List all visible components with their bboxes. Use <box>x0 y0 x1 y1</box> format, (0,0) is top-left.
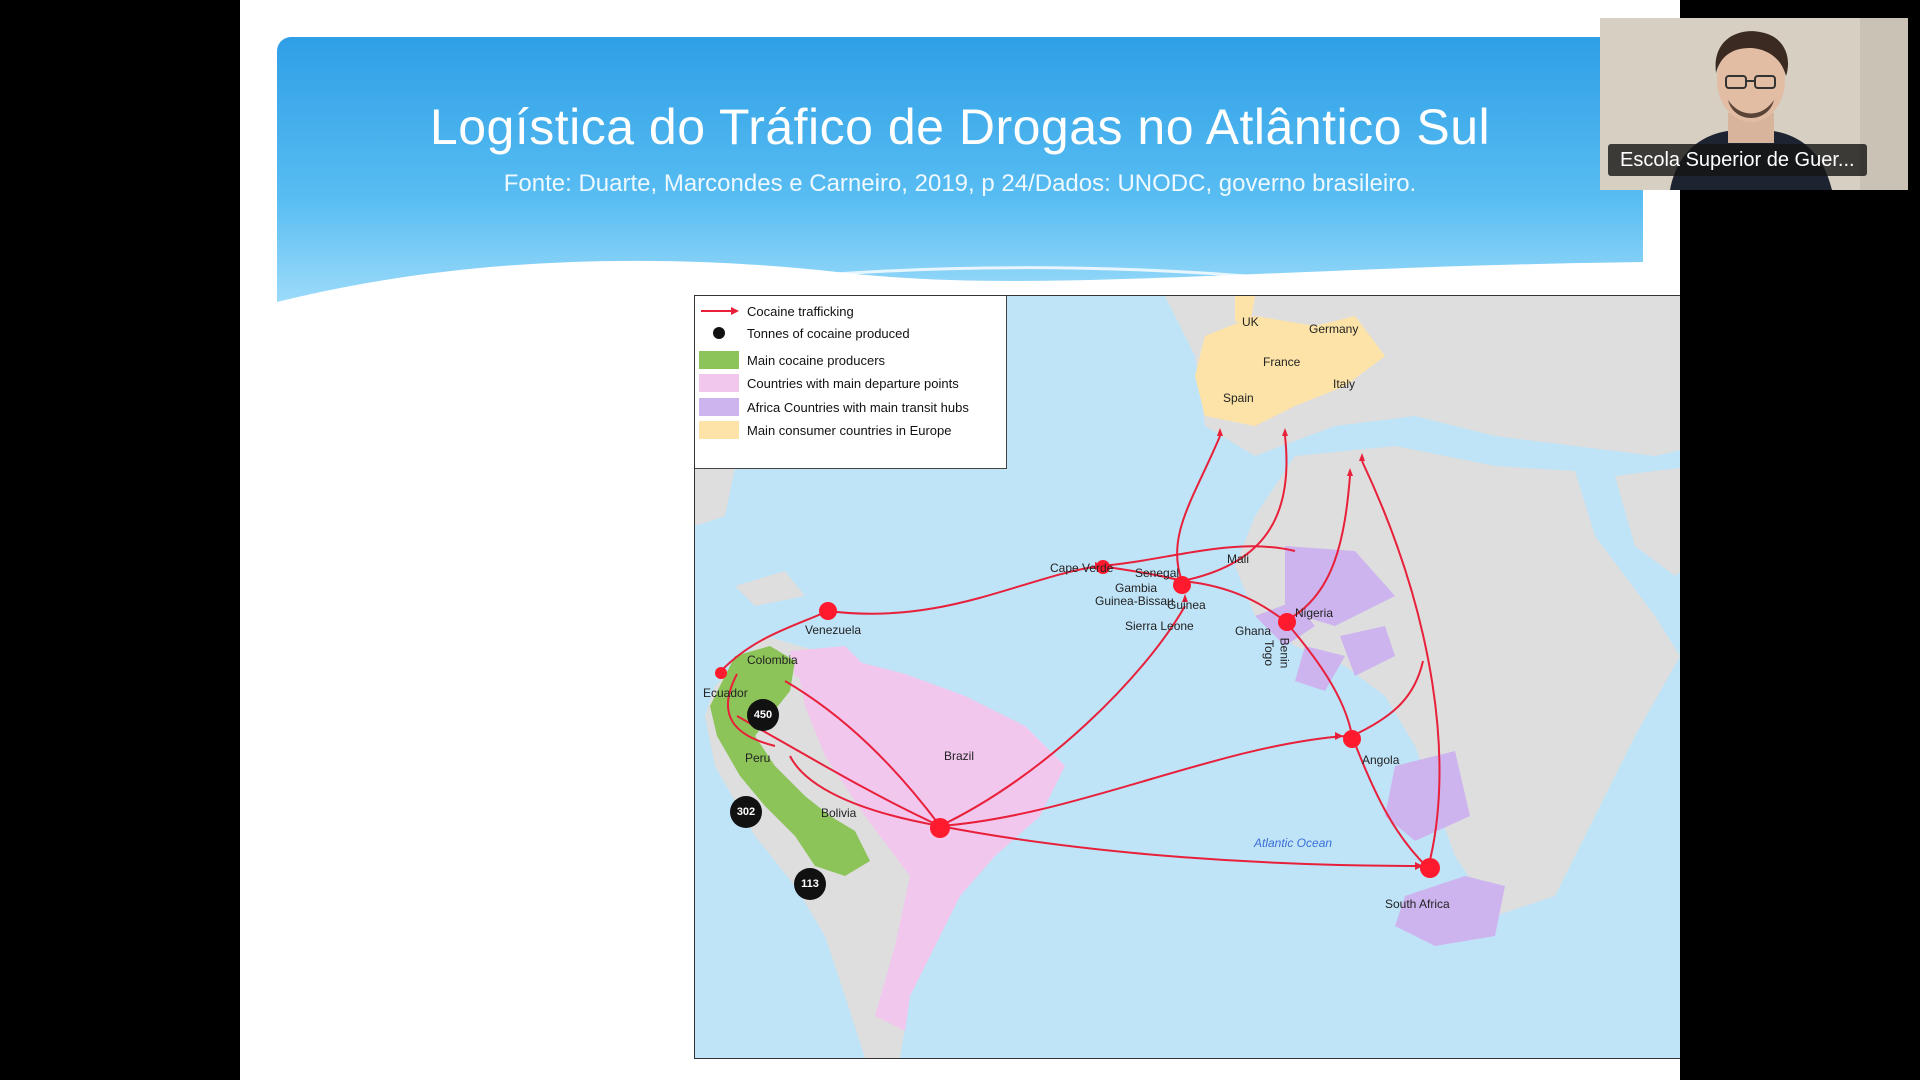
hub-brazil-coast <box>930 818 950 838</box>
label-uk: UK <box>1242 315 1259 329</box>
legend-item-transit: Africa Countries with main transit hubs <box>699 396 969 418</box>
swatch-producers <box>699 351 739 369</box>
production-bubble-peru: 302 <box>730 796 762 828</box>
legend-item-trafficking: Cocaine trafficking <box>699 300 854 322</box>
production-bubble-colombia: 450 <box>747 699 779 731</box>
production-bubble-bolivia: 113 <box>794 868 826 900</box>
label-togo: Togo <box>1262 639 1277 667</box>
label-guinea: Guinea <box>1167 598 1206 612</box>
label-senegal: Senegal <box>1135 566 1180 580</box>
participant-name-label: Escola Superior de Guer... <box>1608 144 1867 176</box>
label-benin: Benin <box>1277 637 1292 669</box>
slide-subtitle: Fonte: Duarte, Marcondes e Carneiro, 201… <box>503 170 1417 197</box>
presentation-slide: Logística do Tráfico de Drogas no Atlânt… <box>240 0 1680 1080</box>
label-italy: Italy <box>1333 377 1356 391</box>
label-spain: Spain <box>1223 391 1254 405</box>
label-gambia: Gambia <box>1115 581 1158 595</box>
label-france: France <box>1263 355 1301 369</box>
hub-ecuador <box>715 667 727 679</box>
label-ecuador: Ecuador <box>703 686 748 700</box>
label-brazil: Brazil <box>944 749 975 763</box>
legend-label: Countries with main departure points <box>747 375 959 391</box>
hub-south-africa <box>1420 858 1440 878</box>
legend-item-departure: Countries with main departure points <box>699 372 959 394</box>
label-germany: Germany <box>1309 322 1359 336</box>
legend-item-producers: Main cocaine producers <box>699 349 885 371</box>
legend-label: Africa Countries with main transit hubs <box>747 399 969 415</box>
trafficking-map: UK Germany France Italy Spain Mali Cape … <box>694 295 1680 1059</box>
label-angola: Angola <box>1362 753 1400 767</box>
hub-nigeria <box>1278 613 1296 631</box>
red-arrow-line-icon <box>699 302 739 320</box>
legend-label: Tonnes of cocaine produced <box>747 325 910 341</box>
participant-video-tile[interactable]: Escola Superior de Guer... <box>1600 18 1908 190</box>
legend-label: Cocaine trafficking <box>747 303 854 319</box>
swatch-consumers <box>699 421 739 439</box>
mali-region <box>1285 546 1395 626</box>
black-dot-icon <box>699 324 739 342</box>
label-ghana: Ghana <box>1235 624 1272 638</box>
slide-title: Logística do Tráfico de Drogas no Atlânt… <box>429 99 1491 155</box>
label-sierra-leone: Sierra Leone <box>1125 619 1194 633</box>
hub-cape-verde <box>1096 560 1110 574</box>
label-south-africa: South Africa <box>1385 897 1450 911</box>
hub-venezuela <box>819 602 837 620</box>
legend-item-tonnes: Tonnes of cocaine produced <box>699 322 910 344</box>
legend-item-consumers: Main consumer countries in Europe <box>699 419 952 441</box>
label-atlantic-ocean: Atlantic Ocean <box>1254 836 1333 850</box>
label-mali: Mali <box>1227 552 1250 566</box>
europe-consumers <box>1195 316 1385 426</box>
label-guinea-bissau: Guinea-Bissau <box>1095 594 1174 608</box>
label-venezuela: Venezuela <box>805 623 862 637</box>
legend-label: Main consumer countries in Europe <box>747 422 952 438</box>
label-peru: Peru <box>745 751 771 765</box>
nigeria-region <box>1340 626 1395 676</box>
label-colombia: Colombia <box>747 653 798 667</box>
swatch-transit <box>699 398 739 416</box>
angola-region <box>1385 751 1470 841</box>
venezuela-region <box>790 646 870 686</box>
ghana-region <box>1295 646 1345 691</box>
label-nigeria: Nigeria <box>1295 606 1334 620</box>
swatch-departure <box>699 374 739 392</box>
hub-angola <box>1343 730 1361 748</box>
label-bolivia: Bolivia <box>821 806 857 820</box>
legend-label: Main cocaine producers <box>747 352 886 368</box>
brazil-region <box>795 656 1065 1031</box>
label-cape-verde: Cape Verde <box>1050 561 1114 575</box>
south-africa-region <box>1395 876 1505 946</box>
map-legend: Cocaine trafficking Tonnes of cocaine pr… <box>695 296 1007 469</box>
hub-guinea <box>1173 576 1191 594</box>
